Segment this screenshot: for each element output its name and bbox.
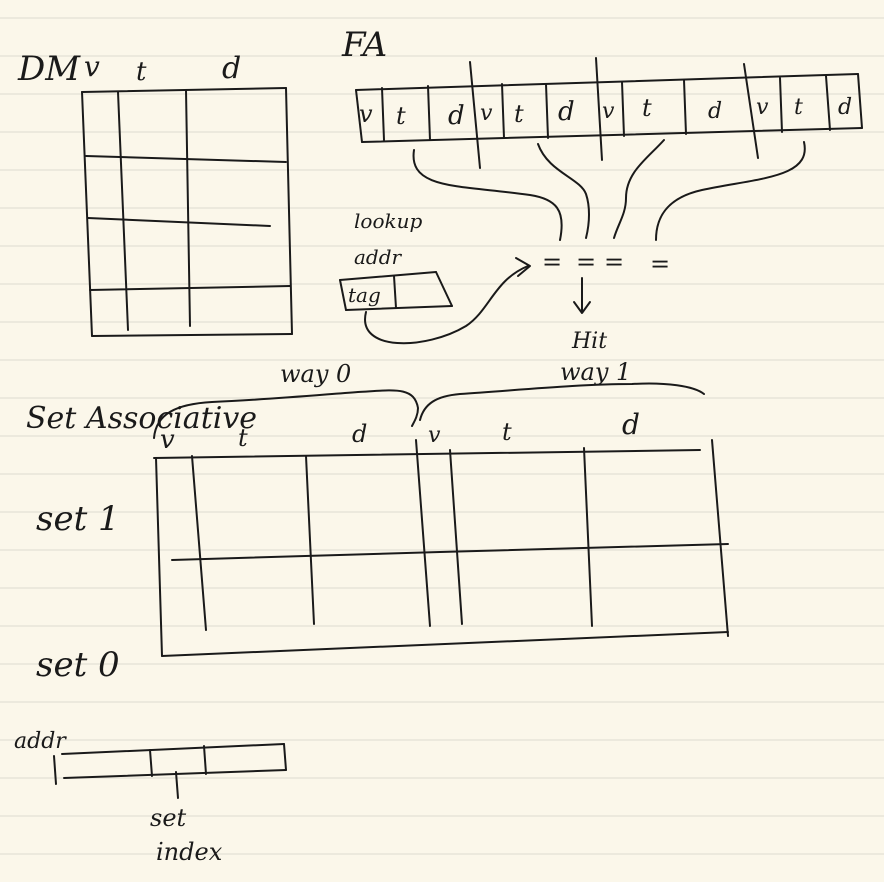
sa-col-d: d xyxy=(352,420,367,448)
way0-label: way 0 xyxy=(280,360,351,388)
fully-associative-section: FA v t d v t d v t xyxy=(339,25,863,354)
set1-label: set 1 xyxy=(36,499,120,539)
ruled-lines xyxy=(0,17,884,855)
sa-col-t: t xyxy=(502,418,512,446)
way1-label: way 1 xyxy=(560,358,631,386)
address-box xyxy=(53,743,287,799)
set-index-label-2: index xyxy=(156,838,223,866)
equality-comparator: = xyxy=(650,250,670,278)
sa-col-v: v xyxy=(160,425,175,455)
fa-cell-d: d xyxy=(448,101,465,131)
fa-cell-d: d xyxy=(708,99,722,124)
dm-col-t: t xyxy=(136,57,147,87)
sa-table xyxy=(153,439,729,657)
hit-arrow xyxy=(573,277,591,314)
set-index-label-1: set xyxy=(150,804,187,832)
tag-to-comparator-arrow xyxy=(364,257,531,345)
fa-comparators: = = = = xyxy=(542,248,670,278)
fa-cell-d: d xyxy=(838,95,852,120)
hit-label: Hit xyxy=(571,329,607,354)
direct-mapped-section: DM v t d xyxy=(17,49,293,337)
fa-tag-connectors xyxy=(412,139,806,241)
dm-col-v: v xyxy=(84,50,100,83)
fa-cell-t: t xyxy=(514,100,524,128)
sa-col-v: v xyxy=(428,423,441,448)
set-assoc-title: Set Associative xyxy=(26,401,257,436)
fa-cell-v: v xyxy=(756,95,769,120)
way-braces xyxy=(153,382,705,439)
dm-table xyxy=(81,87,293,337)
fa-title: FA xyxy=(341,25,387,65)
equality-comparator: = xyxy=(604,248,624,276)
set-associative-section: Set Associative way 0 way 1 v t d v t d xyxy=(26,358,729,685)
fa-cell-t: t xyxy=(396,102,406,130)
set0-label: set 0 xyxy=(36,645,120,685)
fa-cell-v: v xyxy=(359,100,373,128)
lookup-address-box xyxy=(339,271,453,311)
fa-cell-v: v xyxy=(480,101,493,126)
equality-comparator: = xyxy=(576,248,596,276)
sa-col-t: t xyxy=(238,424,248,452)
tag-field-label: tag xyxy=(348,283,381,307)
dm-title: DM xyxy=(17,49,81,89)
fa-cell-t: t xyxy=(642,94,652,122)
equality-comparator: = xyxy=(542,248,562,276)
address-section: addr set index xyxy=(14,729,287,866)
fa-cell-v: v xyxy=(602,99,615,124)
fa-cell-d: d xyxy=(558,97,575,127)
addr-label: addr xyxy=(14,729,67,754)
fa-cells: v t d v t d v t d v t d xyxy=(359,94,852,131)
lookup-addr-label: addr xyxy=(354,245,403,269)
dm-col-d: d xyxy=(222,51,241,86)
fa-cell-t: t xyxy=(794,95,803,120)
sa-column-headers: v t d v t d xyxy=(160,408,640,455)
lookup-label: lookup xyxy=(354,209,422,233)
fa-entry-row xyxy=(355,57,863,169)
sa-col-d: d xyxy=(622,408,640,441)
